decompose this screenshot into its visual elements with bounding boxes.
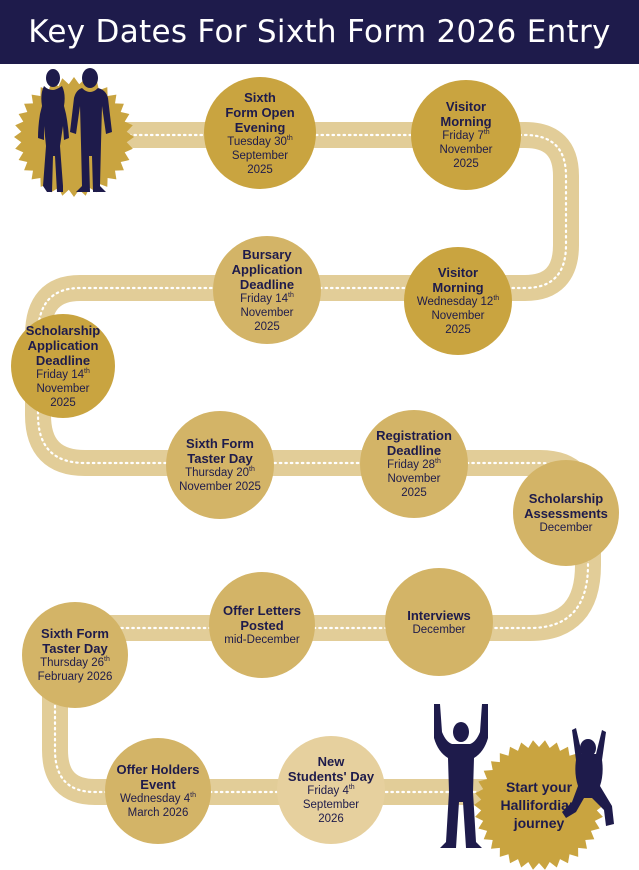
stop-title-line: Posted [240, 618, 284, 633]
stop-date-line: 2025 [247, 163, 273, 176]
stop-date-line: September [231, 149, 289, 162]
stop-title-line: Registration [376, 428, 452, 443]
stop-date-line: mid-December [224, 634, 300, 646]
stop-title-line: Scholarship [528, 491, 604, 506]
stop-date-line: November [439, 144, 493, 156]
stop-date-line: November [36, 382, 90, 395]
stop-date-line: Wednesday 4th [120, 792, 196, 805]
stop-date-line: Tuesday 30th [227, 134, 293, 148]
stop-date-line: 2025 [254, 320, 280, 333]
stop-title-line: Assessments [524, 506, 608, 521]
stop-title-line: Bursary [242, 246, 292, 262]
stop-title-line: Students' Day [287, 769, 375, 784]
stop-title-line: Sixth Form [41, 626, 109, 641]
stop-title-line: Application [27, 337, 99, 353]
stop-title-line: Interviews [407, 607, 471, 623]
header-banner: Key Dates For Sixth Form 2026 Entry [0, 0, 639, 64]
stop-title-line: Offer Holders [116, 762, 200, 777]
stop-date-line: Friday 7th [442, 129, 490, 142]
stop-title-line: Scholarship [25, 322, 101, 338]
stop-title-line: Application [231, 261, 303, 277]
stop-title-line: Taster Day [42, 641, 108, 656]
stop-title-line: Offer Letters [222, 603, 302, 618]
stop-date-line: Friday 14th [36, 367, 90, 381]
stop-title-line: Morning [440, 114, 492, 129]
stop-date-line: 2025 [445, 324, 471, 336]
jumping-student-icon [562, 728, 614, 826]
stop-date-line: Friday 14th [240, 291, 294, 305]
students-silhouette-icon [38, 68, 112, 192]
stop-date-line: Friday 4th [307, 784, 355, 797]
stop-date-line: 2025 [453, 158, 479, 170]
stop-date-line: 2025 [50, 396, 76, 409]
stop-date-line: November [431, 310, 485, 322]
stop-title-line: Morning [432, 280, 484, 295]
stop-title-line: Event [140, 777, 176, 792]
page-title: Key Dates For Sixth Form 2026 Entry [28, 14, 611, 50]
stop-date-line: 2025 [401, 487, 427, 499]
celebrating-student-icon [434, 704, 488, 848]
stop-title-line: Sixth Form [186, 436, 254, 451]
stop-date-line: November [387, 473, 441, 485]
stop-title-line: Sixth [244, 89, 276, 105]
stop-date-line: Thursday 26th [40, 656, 110, 669]
stop-title-line: Taster Day [187, 451, 253, 466]
stop-title-line: Deadline [386, 443, 442, 458]
stop-title-line: Deadline [35, 352, 91, 368]
stop-date-line: March 2026 [127, 807, 189, 819]
stop-date-line: November 2025 [179, 481, 261, 493]
stop-date-line: December [539, 522, 593, 534]
stop-date-line: September [302, 799, 360, 811]
final-message: Start your Hallifordian journey [500, 779, 578, 831]
stop-date-line: Friday 28th [387, 458, 441, 471]
stop-title-line: Visitor [437, 265, 479, 280]
stop-date-line: February 2026 [37, 671, 113, 683]
stop-title-line: New [317, 754, 345, 769]
stop-title-line: Evening [234, 119, 286, 135]
stop-title-line: Deadline [239, 276, 295, 292]
final-starburst [474, 740, 604, 870]
stop-date-line: December [412, 623, 466, 636]
stop-date-line: Wednesday 12th [416, 295, 500, 308]
stop-title-line: Visitor [445, 99, 487, 114]
stop-date-line: November [240, 306, 294, 319]
stop-date-line: Thursday 20th [185, 466, 255, 479]
stop-date-line: 2026 [318, 813, 344, 825]
stop-title-line: Form Open [225, 104, 295, 120]
